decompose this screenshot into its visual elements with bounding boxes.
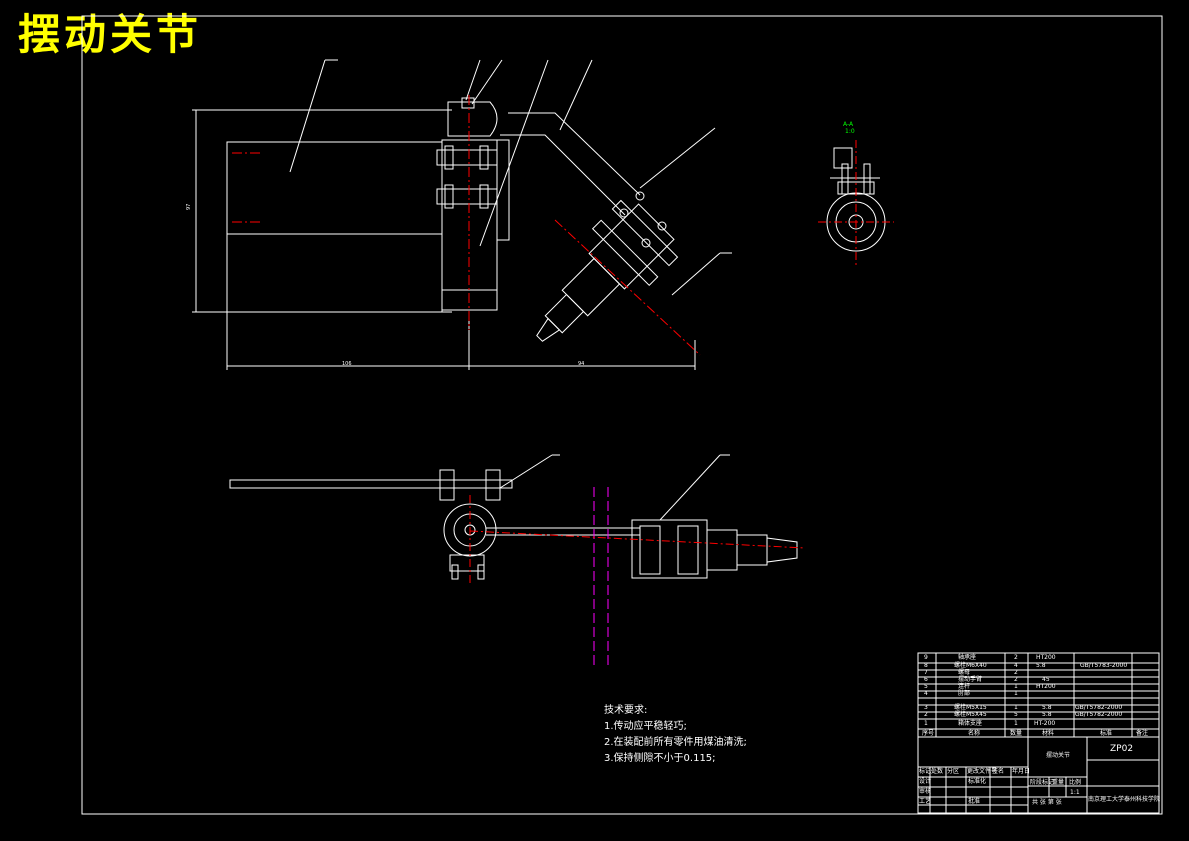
tech-item: 2.在装配前所有零件用煤油清洗;: [604, 737, 747, 748]
part-no: 2: [924, 711, 928, 718]
part-name: 螺母: [958, 669, 971, 676]
ratio-label: 比例: [1069, 779, 1082, 786]
stage-mark-label: 阶段标记: [1030, 779, 1055, 786]
part-name: 螺栓M6X40: [954, 662, 987, 669]
drawing-border: [81, 15, 1163, 815]
part-name: 螺栓M5X15: [954, 704, 987, 711]
part-material: 5.8: [1042, 704, 1052, 711]
header-note: 备注: [1136, 730, 1149, 737]
part-material: 5.8: [1042, 711, 1052, 718]
title-block: 9 轴承座 2 HT200 8 螺栓M6X40 4 5.8 GB/T5783-2…: [918, 653, 1161, 813]
tech-item: 1.传动应平稳轻巧;: [604, 721, 687, 732]
dim-right: 94: [578, 361, 584, 367]
top-view-centerlines: [469, 495, 806, 585]
process-label: 工艺: [919, 798, 932, 805]
part-qty: 5: [1014, 711, 1018, 718]
drawing-number: ZP02: [1110, 744, 1134, 754]
section-scale: 1:0: [845, 128, 855, 135]
rev-label: 标记: [919, 768, 932, 775]
top-view: [229, 454, 798, 580]
rev-label: 更改文件号: [967, 768, 998, 775]
part-qty: 2: [1014, 654, 1018, 661]
part-qty: 1: [1014, 690, 1018, 697]
part-qty: 2: [1014, 676, 1018, 683]
part-qty: 1: [1014, 683, 1018, 690]
check-label: 审核: [919, 788, 932, 795]
part-name: 箱体支座: [958, 720, 983, 727]
part-standard: GB/T5783-2000: [1080, 662, 1128, 669]
part-name: 肘部: [958, 690, 971, 697]
sheets-label: 共 张 第 张: [1032, 799, 1062, 806]
part-qty: 1: [1014, 720, 1018, 727]
part-qty: 2: [1014, 669, 1018, 676]
front-view-centerlines: [232, 95, 701, 356]
part-no: 4: [924, 690, 928, 697]
institution: 南京理工大学泰州科技学院: [1088, 796, 1161, 803]
front-view: [192, 59, 732, 370]
assembly-name: 摆动关节: [1046, 752, 1071, 759]
design-label: 设计: [919, 778, 932, 785]
dim-height: 97: [186, 204, 192, 210]
part-no: 9: [924, 654, 928, 661]
part-standard: GB/T5782-2000: [1075, 711, 1123, 718]
rev-label: 年月日: [1012, 768, 1031, 775]
header-name: 名称: [968, 730, 981, 737]
part-material: 45: [1042, 676, 1050, 683]
part-qty: 4: [1014, 662, 1018, 669]
part-name: 螺栓M5X45: [954, 711, 987, 718]
part-no: 3: [924, 704, 928, 711]
standardize-label: 标准化: [968, 778, 987, 785]
part-standard: GB/T5782-2000: [1075, 704, 1123, 711]
approve-label: 批准: [968, 798, 981, 805]
part-material: HT200: [1036, 683, 1056, 690]
part-name: 摆动手臂: [958, 676, 983, 683]
rev-label: 签名: [992, 768, 1005, 775]
tech-heading: 技术要求:: [604, 705, 648, 716]
header-no: 序号: [922, 730, 935, 737]
header-standard: 标准: [1100, 730, 1113, 737]
rev-label: 处数: [931, 768, 944, 775]
part-no: 1: [924, 720, 928, 727]
dim-left: 106: [342, 361, 352, 367]
title-block-grid: [917, 652, 1160, 814]
part-no: 8: [924, 662, 928, 669]
scale-value: 1:1: [1070, 789, 1080, 796]
tech-requirements: 技术要求: 1.传动应平稳轻巧; 2.在装配前所有零件用煤油清洗; 3.保持侧隙…: [604, 703, 747, 767]
part-name: 轴承座: [958, 654, 977, 661]
rev-label: 分区: [947, 768, 960, 775]
part-no: 7: [924, 669, 928, 676]
part-material: 5.8: [1036, 662, 1046, 669]
part-name: 连杆: [958, 683, 971, 690]
part-no: 5: [924, 683, 928, 690]
part-no: 6: [924, 676, 928, 683]
part-qty: 1: [1014, 704, 1018, 711]
tech-item: 3.保持侧隙不小于0.115;: [604, 753, 716, 764]
header-qty: 数量: [1010, 730, 1023, 737]
header-material: 材料: [1042, 730, 1055, 737]
drawing-title: 摆动关节: [18, 10, 203, 59]
top-view-hidden: [593, 487, 609, 668]
part-material: HT200: [1036, 654, 1056, 661]
section-label: A-A: [843, 121, 854, 128]
part-material: HT-200: [1034, 720, 1056, 727]
weight-label: 重量: [1052, 779, 1065, 786]
